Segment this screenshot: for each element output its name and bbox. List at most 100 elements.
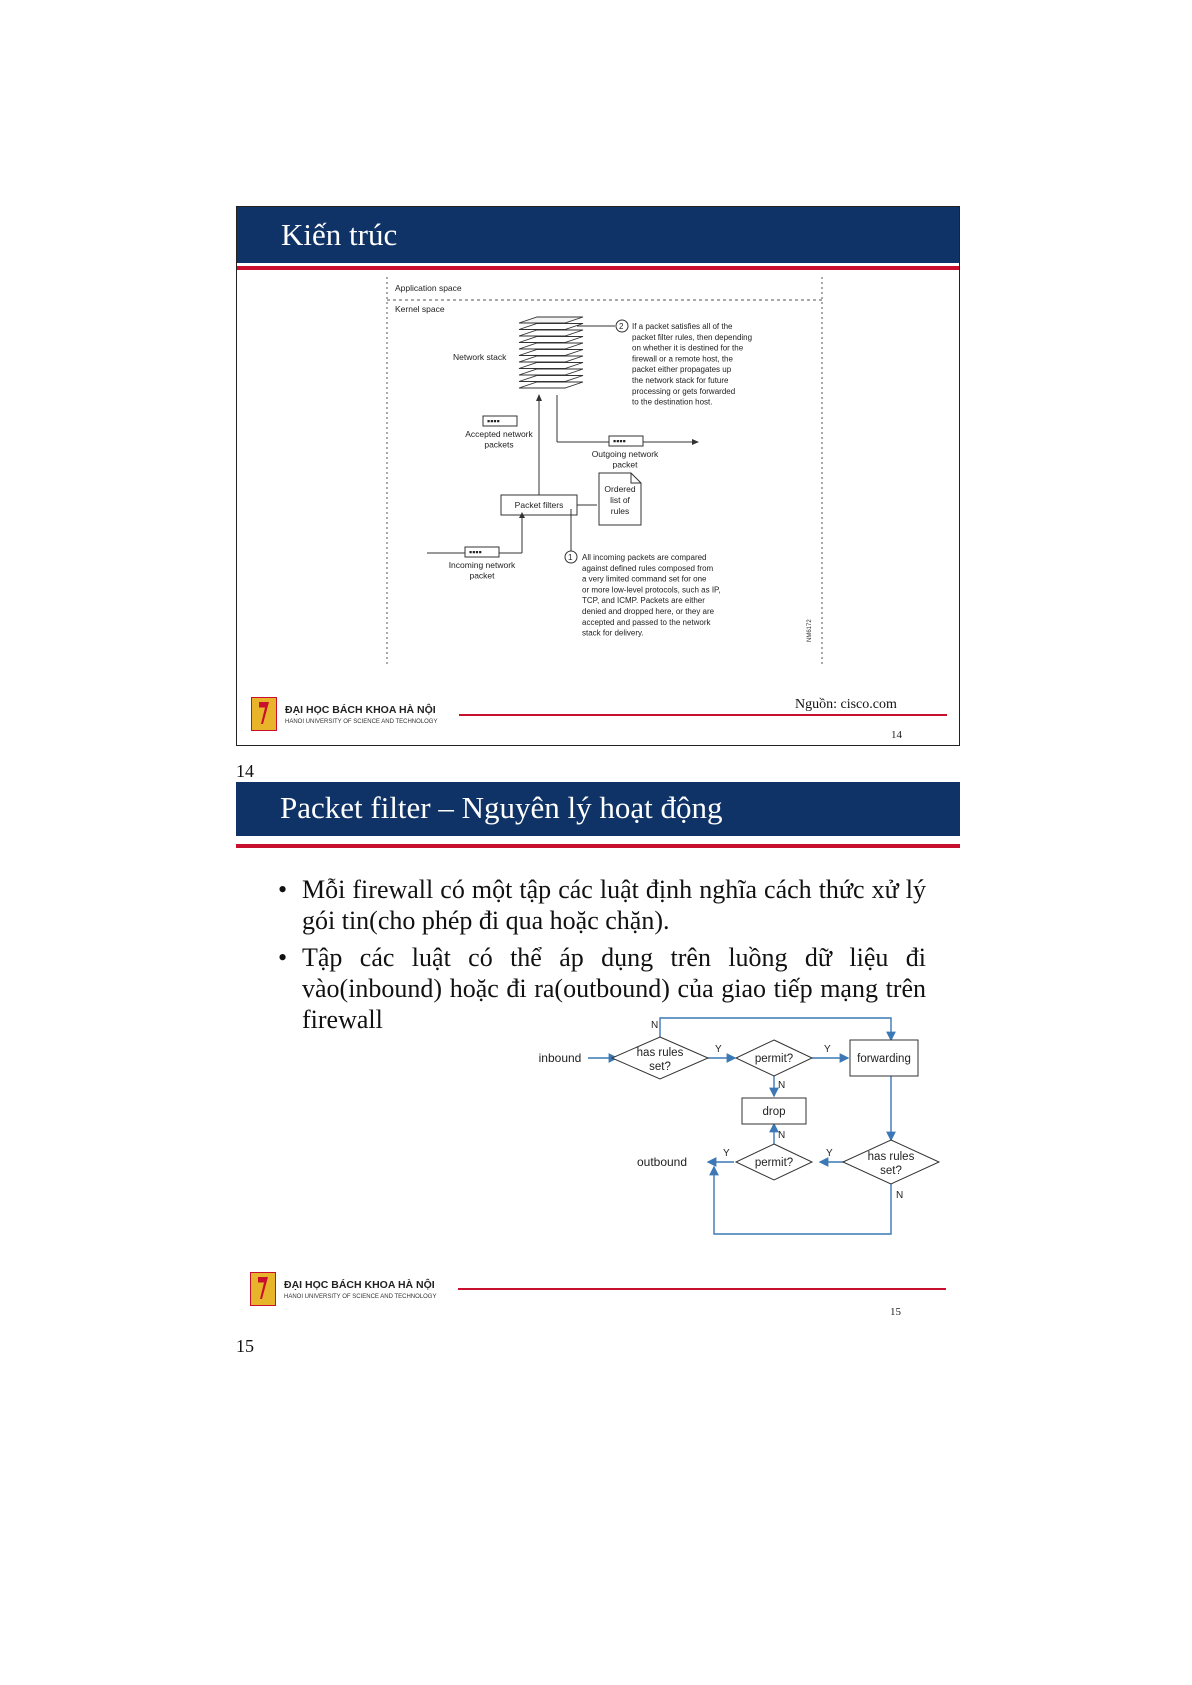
network-stack-diagram: Application space Kernel space Network s… xyxy=(386,277,823,667)
accepted-line: Accepted network xyxy=(465,429,533,439)
has-rules-2-line1: has rules xyxy=(868,1151,915,1163)
outgoing-packet-dots: ▪▪▪▪ xyxy=(613,436,626,446)
accepted-packet-icon xyxy=(482,415,518,427)
edge-label-n-bottom: N xyxy=(896,1190,903,1201)
step2-line: If a packet satisfies all of the xyxy=(632,322,733,331)
incoming-packet-dots: ▪▪▪▪ xyxy=(469,547,482,557)
application-space-label: Application space xyxy=(395,283,462,293)
outgoing-line: Outgoing network xyxy=(592,449,659,459)
incoming-arrowhead xyxy=(519,512,525,518)
has-rules-diamond-1 xyxy=(610,1036,710,1080)
step2-marker xyxy=(615,319,629,333)
edge-label-y-2: Y xyxy=(824,1044,831,1055)
step2-line: to the destination host. xyxy=(632,398,713,407)
slide-title: Kiến trúc xyxy=(237,207,959,263)
step2-line: firewall or a remote host, the xyxy=(632,354,733,363)
stack-layer xyxy=(518,349,584,356)
footer-line xyxy=(459,714,947,716)
bullet-item: • Tập các luật có thể áp dụng trên luồng… xyxy=(276,942,926,1035)
slide-packet-filter: Packet filter – Nguyên lý hoạt động • Mỗ… xyxy=(236,782,960,1318)
stack-layer xyxy=(518,368,584,376)
edge-label-n-top: N xyxy=(651,1020,658,1031)
forwarding-box xyxy=(849,1039,919,1077)
packet-filter-flowchart: inbound has rules set? permit? forwardin… xyxy=(539,1017,941,1235)
outgoing-arrowhead xyxy=(692,439,699,445)
step2-line: processing or gets forwarded xyxy=(632,387,735,396)
slide-architecture: Kiến trúc Application space Kernel space… xyxy=(236,206,960,746)
edge-label-y-3: Y xyxy=(826,1148,833,1159)
figure-id: NM6172 xyxy=(807,619,813,642)
bullet-text: Tập các luật có thể áp dụng trên luồng d… xyxy=(302,943,926,1034)
edge-label-n-drop: N xyxy=(778,1080,785,1091)
university-subtitle: HANOI UNIVERSITY OF SCIENCE AND TECHNOLO… xyxy=(285,719,438,725)
outgoing-line: packet xyxy=(612,460,638,470)
edge-label-y-1: Y xyxy=(715,1044,722,1055)
step1-line: against defined rules composed from xyxy=(582,564,714,573)
university-name: ĐẠI HỌC BÁCH KHOA HÀ NỘI xyxy=(285,704,436,716)
incoming-line: packet xyxy=(469,571,495,581)
bullet-item: • Mỗi firewall có một tập các luật định … xyxy=(276,874,926,936)
slide-title: Packet filter – Nguyên lý hoạt động xyxy=(236,782,960,836)
footer-line xyxy=(458,1288,946,1290)
drop-box xyxy=(741,1097,807,1125)
outbound-label: outbound xyxy=(637,1155,687,1169)
bullet-text: Mỗi firewall có một tập các luật định ng… xyxy=(302,875,926,935)
step1-marker xyxy=(564,550,578,564)
packet-filters-label: Packet filters xyxy=(515,500,564,510)
stack-layer xyxy=(518,342,584,350)
stack-layer xyxy=(518,375,584,382)
has-rules-diamond-2 xyxy=(841,1139,941,1185)
accepted-line: packets xyxy=(484,440,513,450)
filters-to-stack-arrowhead xyxy=(536,394,542,401)
title-underline xyxy=(237,266,959,270)
step1-line: All incoming packets are compared xyxy=(582,553,707,562)
stack-layer xyxy=(518,316,584,324)
network-stack-label: Network stack xyxy=(453,352,507,362)
step2-text: If a packet satisfies all of the packet f… xyxy=(632,322,752,407)
ordered-line: list of xyxy=(610,495,630,505)
step1-line: accepted and passed to the network xyxy=(582,618,712,627)
page-number-15: 15 xyxy=(236,1336,254,1356)
title-underline xyxy=(236,844,960,848)
page-number-14: 14 xyxy=(236,761,254,781)
bullet-list: • Mỗi firewall có một tập các luật định … xyxy=(276,874,926,1041)
ordered-line: rules xyxy=(611,506,629,516)
network-stack-icon xyxy=(518,316,584,389)
inbound-label: inbound xyxy=(539,1051,582,1065)
slide-number: 15 xyxy=(890,1306,901,1318)
source-note: Nguồn: cisco.com xyxy=(795,697,897,712)
bullet-dot: • xyxy=(278,875,288,904)
ordered-list-doc xyxy=(598,472,642,526)
bullet-dot: • xyxy=(278,943,288,972)
permit-diamond-2 xyxy=(734,1143,814,1181)
stack-layer xyxy=(518,336,584,343)
stack-layer xyxy=(518,362,584,369)
step1-line: stack for delivery. xyxy=(582,629,644,638)
edge-label-n-permit2: N xyxy=(778,1130,785,1141)
university-subtitle: HANOI UNIVERSITY OF SCIENCE AND TECHNOLO… xyxy=(284,1294,437,1300)
permit-diamond-1 xyxy=(734,1039,814,1077)
has-rules-1-line2: set? xyxy=(649,1061,671,1073)
permit-2-label: permit? xyxy=(755,1157,793,1169)
stack-layer xyxy=(518,355,584,363)
stack-layer xyxy=(518,329,584,337)
step2-line: packet filter rules, then depending xyxy=(632,333,752,342)
university-logo xyxy=(250,1272,276,1306)
step2-line: packet either propagates up xyxy=(632,365,732,374)
incoming-packet-icon xyxy=(464,546,500,558)
step1-line: denied and dropped here, or they are xyxy=(582,607,715,616)
has-rules-2-line2: set? xyxy=(880,1165,902,1177)
outgoing-packet-icon xyxy=(608,435,644,447)
step1-line: or more low-level protocols, such as IP, xyxy=(582,585,721,594)
university-logo xyxy=(251,697,277,731)
step2-number: 2 xyxy=(619,322,624,331)
permit-1-label: permit? xyxy=(755,1053,793,1065)
step1-number: 1 xyxy=(568,553,573,562)
incoming-line: Incoming network xyxy=(449,560,516,570)
step2-line: on whether it is destined for the xyxy=(632,344,744,353)
ordered-line: Ordered xyxy=(604,484,635,494)
step1-text: All incoming packets are compared against… xyxy=(582,553,721,638)
stack-layer xyxy=(518,381,584,389)
